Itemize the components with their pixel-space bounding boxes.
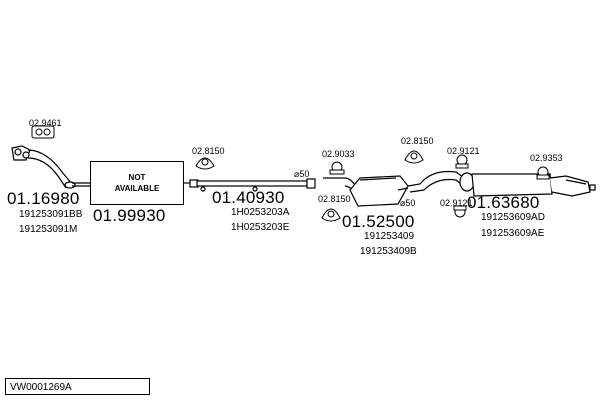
oem-number: 191253609AD <box>481 212 545 223</box>
clamp-number-3: 02.9121 <box>440 198 473 208</box>
hanger-icon-2 <box>321 208 341 222</box>
middle-silencer-drawing <box>323 175 409 207</box>
hanger-number-3: 02.8150 <box>401 136 434 146</box>
part-number-middle-pipe: 01.40930 <box>212 188 285 207</box>
hanger-number-2: 02.8150 <box>318 194 351 204</box>
clamp-icon-1 <box>329 161 345 175</box>
oem-number: 191253409 <box>364 231 415 242</box>
reference-code: VW0001269A <box>5 378 150 395</box>
oem-number: 1H0253203A <box>231 207 290 218</box>
clamp-number-1: 02.9033 <box>322 149 355 159</box>
diameter-label-2: ⌀50 <box>400 198 416 208</box>
not-available-line-2: AVAILABLE <box>114 184 160 193</box>
part-number-front-pipe: 01.16980 <box>7 189 80 208</box>
front-pipe-drawing <box>11 145 90 189</box>
oem-number: 1H0253203E <box>231 222 290 233</box>
hanger-icon-1 <box>195 157 215 170</box>
oem-number: 191253091BB <box>19 209 83 220</box>
gasket-icon <box>31 125 55 139</box>
middle-pipe-drawing <box>189 178 316 192</box>
part-number-not-available: 01.99930 <box>93 206 166 225</box>
clamp-number-4: 02.9353 <box>530 153 563 163</box>
not-available-line-1: NOT <box>128 173 146 182</box>
clamp-icon-4 <box>536 166 550 180</box>
diameter-label-1: ⌀50 <box>294 169 310 179</box>
part-number-middle-silencer: 01.52500 <box>342 212 415 231</box>
hanger-icon-3 <box>404 150 424 164</box>
clamp-icon-3 <box>453 205 467 218</box>
oem-number: 191253409B <box>360 246 417 257</box>
gasket-number: 02.9461 <box>29 118 62 128</box>
oem-number: 191253091M <box>19 224 78 235</box>
oem-number: 191253609AE <box>481 228 545 239</box>
not-available-box: NOT AVAILABLE <box>90 161 184 205</box>
clamp-number-2: 02.9121 <box>447 146 480 156</box>
hanger-number-1: 02.8150 <box>192 146 225 156</box>
part-number-rear-silencer: 01.63680 <box>467 193 540 212</box>
clamp-icon-2 <box>455 154 469 169</box>
rear-silencer-drawing <box>407 170 596 197</box>
